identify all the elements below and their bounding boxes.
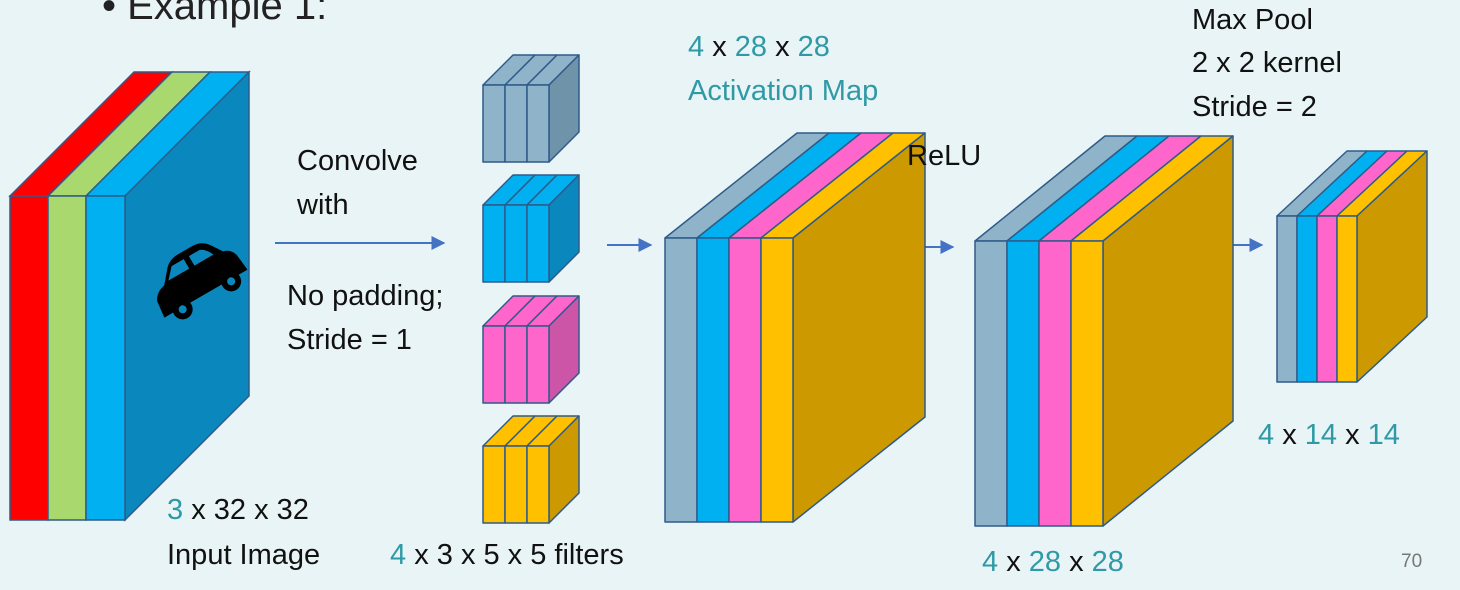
pool-out-layer-1 [1296, 215, 1318, 383]
input-image-volume [8, 70, 251, 522]
page-number: 70 [1401, 551, 1423, 572]
pool-output-volume [1276, 150, 1428, 383]
filter-3-layer-1 [504, 445, 528, 524]
activation-map-volume [664, 132, 926, 523]
input-size: x 32 x 32 [183, 494, 309, 526]
filter-1-layer-0 [482, 204, 506, 283]
activation-layer-2 [728, 237, 762, 523]
activation-layer-0 [664, 237, 698, 523]
filter-0-layer-2 [526, 84, 550, 163]
pool-out-layer-3 [1336, 215, 1358, 383]
convolve-label: Convolve [297, 145, 418, 177]
filters-group [482, 54, 580, 524]
activation-layer-3 [760, 237, 794, 523]
filter-1-layer-2 [526, 204, 550, 283]
relu-label: ReLU [907, 140, 982, 172]
filter-3-layer-0 [482, 445, 506, 524]
input-image-dims: 3 x 32 x 32 [167, 496, 309, 525]
filter-2-layer-2 [526, 325, 550, 404]
relu-out-layer-2 [1038, 240, 1072, 527]
filter-2-layer-0 [482, 325, 506, 404]
relu-output-dims: 4 x 28 x 28 [982, 546, 1124, 578]
stride-label: Stride = 1 [287, 324, 412, 356]
maxpool-label: Max Pool [1192, 4, 1313, 36]
relu-out-layer-1 [1006, 240, 1040, 527]
filter-1-layer-1 [504, 204, 528, 283]
filter-dims: x 3 x 5 x 5 filters [406, 539, 624, 571]
input-depth: 3 [167, 494, 184, 526]
pool-out-layer-2 [1316, 215, 1338, 383]
convolve-with-label: with [297, 189, 349, 221]
filter-3-layer-2 [526, 445, 550, 524]
activation-map-label: Activation Map [688, 75, 879, 107]
maxpool-stride-label: Stride = 2 [1192, 91, 1317, 123]
input-image-label: Input Image [167, 539, 321, 571]
filter-2-layer-1 [504, 325, 528, 404]
padding-label: No padding; [287, 280, 444, 312]
filter-0-layer-1 [504, 84, 528, 163]
slide-title: • Example 1: [102, 0, 328, 28]
pool-out-layer-0 [1276, 215, 1298, 383]
pool-output-dims: 4 x 14 x 14 [1258, 419, 1400, 451]
filter-0-layer-0 [482, 84, 506, 163]
relu-out-layer-0 [974, 240, 1008, 527]
relu-output-volume [974, 135, 1234, 527]
filters-label: 4 x 3 x 5 x 5 filters [390, 541, 624, 570]
activation-layer-1 [696, 237, 730, 523]
relu-out-layer-3 [1070, 240, 1104, 527]
filter-count: 4 [390, 539, 407, 571]
maxpool-kernel-label: 2 x 2 kernel [1192, 47, 1342, 79]
car-icon [157, 243, 248, 320]
activation-map-dims: 4 x 28 x 28 [688, 31, 830, 63]
